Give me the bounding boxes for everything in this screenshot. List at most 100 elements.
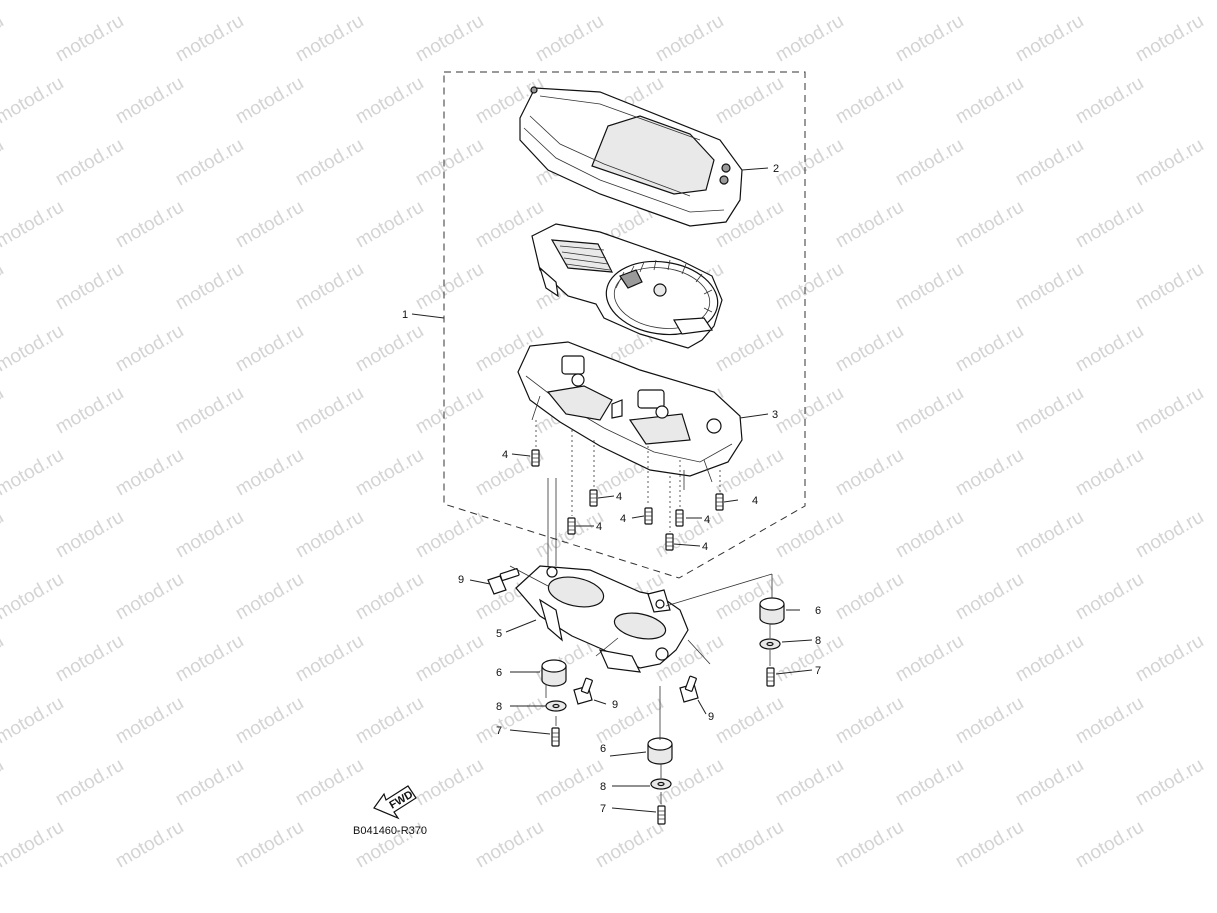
- watermark-text: motod.ru: [412, 755, 487, 811]
- watermark-text: motod.ru: [112, 817, 187, 873]
- watermark-text: motod.ru: [772, 507, 847, 563]
- watermark-text: motod.ru: [352, 569, 427, 625]
- watermark-text: motod.ru: [832, 197, 907, 253]
- watermark-text: motod.ru: [1072, 817, 1147, 873]
- watermark-text: motod.ru: [952, 197, 1027, 253]
- watermark-text: motod.ru: [952, 817, 1027, 873]
- callout-4e: 4: [704, 514, 710, 526]
- callout-4d: 4: [620, 513, 626, 525]
- callout-4c: 4: [596, 521, 602, 533]
- watermark-text: motod.ru: [1072, 693, 1147, 749]
- watermark-text: motod.ru: [1012, 755, 1087, 811]
- screw-4d: [644, 507, 653, 525]
- watermark-text: motod.ru: [352, 197, 427, 253]
- callout-4g: 4: [702, 541, 708, 553]
- watermark-text: motod.ru: [352, 0, 427, 4]
- watermark-text: motod.ru: [0, 259, 7, 315]
- watermark-text: motod.ru: [532, 755, 607, 811]
- watermark-text: motod.ru: [412, 631, 487, 687]
- damper-6b: [759, 597, 785, 625]
- watermark-text: motod.ru: [472, 0, 547, 4]
- damper-6a: [541, 659, 567, 687]
- watermark-text: motod.ru: [232, 569, 307, 625]
- watermark-text: motod.ru: [1012, 507, 1087, 563]
- watermark-text: motod.ru: [352, 445, 427, 501]
- callout-1: 1: [402, 309, 408, 321]
- watermark-text: motod.ru: [1072, 321, 1147, 377]
- watermark-text: motod.ru: [1072, 0, 1147, 4]
- watermark-text: motod.ru: [952, 73, 1027, 129]
- callout-4a: 4: [502, 449, 508, 461]
- watermark-text: motod.ru: [532, 11, 607, 67]
- watermark-text: motod.ru: [1072, 445, 1147, 501]
- watermark-text: motod.ru: [1132, 259, 1207, 315]
- watermark-text: motod.ru: [52, 507, 127, 563]
- watermark-text: motod.ru: [0, 321, 67, 377]
- alignment-lines: [535, 420, 721, 532]
- watermark-text: motod.ru: [1012, 135, 1087, 191]
- watermark-text: motod.ru: [412, 11, 487, 67]
- callout-3: 3: [772, 409, 778, 421]
- meter-case-part-3: [517, 341, 743, 490]
- watermark-text: motod.ru: [172, 259, 247, 315]
- watermark-text: motod.ru: [232, 197, 307, 253]
- callout-2: 2: [773, 163, 779, 175]
- watermark-text: motod.ru: [712, 817, 787, 873]
- watermark-text: motod.ru: [1012, 11, 1087, 67]
- watermark-text: motod.ru: [952, 693, 1027, 749]
- watermark-text: motod.ru: [232, 693, 307, 749]
- watermark-text: motod.ru: [1072, 73, 1147, 129]
- watermark-text: motod.ru: [1012, 383, 1087, 439]
- callout-7c: 7: [600, 803, 606, 815]
- screw-4c: [567, 517, 576, 535]
- watermark-text: motod.ru: [832, 569, 907, 625]
- watermark-text: motod.ru: [292, 135, 367, 191]
- bolt-9c: [679, 675, 699, 703]
- fwd-label: FWD: [387, 789, 415, 812]
- watermark-text: motod.ru: [892, 383, 967, 439]
- callout-9b: 9: [612, 699, 618, 711]
- watermark-text: motod.ru: [0, 0, 67, 4]
- watermark-text: motod.ru: [292, 383, 367, 439]
- watermark-text: motod.ru: [1012, 259, 1087, 315]
- watermark-text: motod.ru: [772, 135, 847, 191]
- watermark-text: motod.ru: [292, 259, 367, 315]
- watermark-text: motod.ru: [172, 507, 247, 563]
- watermark-text: motod.ru: [712, 0, 787, 4]
- watermark-text: motod.ru: [712, 321, 787, 377]
- watermark-text: motod.ru: [892, 135, 967, 191]
- screws-part-4: [531, 449, 724, 551]
- watermark-text: motod.ru: [892, 11, 967, 67]
- watermark-text: motod.ru: [232, 0, 307, 4]
- watermark-text: motod.ru: [952, 569, 1027, 625]
- watermark-text: motod.ru: [412, 507, 487, 563]
- washer-8a: [545, 700, 567, 712]
- damper-6c: [647, 737, 673, 765]
- watermark-text: motod.ru: [592, 817, 667, 873]
- watermark-text: motod.ru: [1132, 755, 1207, 811]
- watermark-text: motod.ru: [892, 507, 967, 563]
- watermark-text: motod.ru: [952, 321, 1027, 377]
- watermark-text: motod.ru: [112, 197, 187, 253]
- screw-4f: [715, 493, 724, 511]
- watermark-text: motod.ru: [112, 445, 187, 501]
- watermark-text: motod.ru: [772, 383, 847, 439]
- watermark-text: motod.ru: [232, 817, 307, 873]
- watermark-text: motod.ru: [172, 631, 247, 687]
- watermark-text: motod.ru: [592, 0, 667, 4]
- watermark-text: motod.ru: [352, 693, 427, 749]
- watermark-text: motod.ru: [832, 0, 907, 4]
- watermark-text: motod.ru: [292, 631, 367, 687]
- screw-4e: [675, 509, 684, 527]
- callout-8b: 8: [815, 635, 821, 647]
- screw-7c: [657, 805, 666, 825]
- screw-7b: [766, 667, 775, 687]
- watermark-text: motod.ru: [832, 73, 907, 129]
- watermark-text: motod.ru: [832, 817, 907, 873]
- watermark-text: motod.ru: [0, 11, 7, 67]
- watermark-text: motod.ru: [292, 11, 367, 67]
- watermark-text: motod.ru: [712, 693, 787, 749]
- watermark-text: motod.ru: [1132, 631, 1207, 687]
- bolt-9b: [573, 677, 593, 705]
- watermark-text: motod.ru: [772, 259, 847, 315]
